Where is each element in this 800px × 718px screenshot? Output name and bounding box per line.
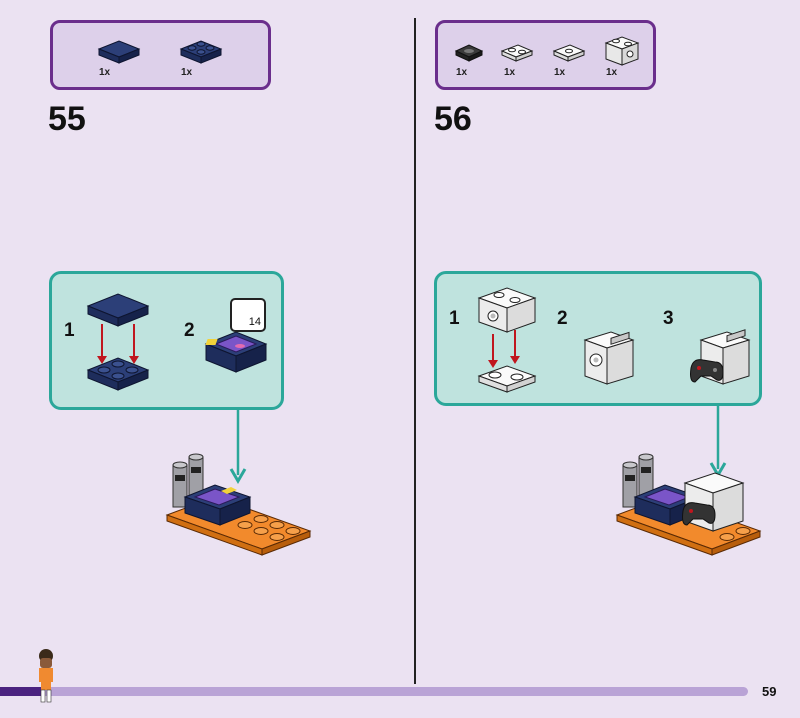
substep-label: 2	[184, 320, 195, 341]
sub-assembly-panel-step-56: 1 2 3	[434, 271, 762, 406]
main-assembly-step-55	[165, 453, 312, 556]
main-assembly-step-56	[615, 453, 762, 556]
progress-fill	[0, 687, 45, 696]
substep-label: 1	[64, 320, 75, 341]
parts-list-step-56: 1x 1x 1x 1x	[435, 20, 656, 90]
page-divider	[414, 18, 416, 684]
part-qty: 1x	[606, 67, 618, 78]
teal-arrow-icon	[229, 409, 247, 484]
substep-1-illustration	[477, 287, 537, 393]
sub-assembly-panel-step-55: 1 2 14	[49, 271, 284, 410]
white-brick-with-hole-icon	[604, 36, 640, 66]
part-qty: 1x	[456, 67, 468, 78]
white-jumper-plate-icon	[552, 44, 586, 62]
step-number: 55	[48, 100, 86, 138]
part-qty: 1x	[554, 67, 566, 78]
substep-2-illustration	[204, 331, 268, 373]
progress-track	[0, 687, 748, 696]
controller-tile-icon	[454, 44, 484, 62]
part-qty: 1x	[181, 67, 193, 78]
dark-blue-tile-icon	[97, 40, 141, 64]
substep-label: 3	[663, 308, 674, 329]
substep-2-illustration	[583, 331, 635, 385]
substep-3-illustration	[690, 329, 751, 385]
part-qty: 1x	[99, 67, 111, 78]
page-number: 59	[762, 684, 777, 699]
substep-1-illustration	[86, 293, 150, 391]
step-number: 56	[434, 100, 472, 138]
part-qty: 1x	[504, 67, 516, 78]
minifigure-icon	[39, 649, 53, 703]
white-plate-icon	[500, 44, 534, 62]
substep-label: 2	[557, 308, 568, 329]
callout-number: 14	[248, 316, 261, 328]
callout-box: 14	[230, 298, 266, 332]
dark-blue-plate-icon	[179, 40, 223, 64]
substep-label: 1	[449, 308, 460, 329]
parts-list-step-55: 1x 1x	[50, 20, 271, 90]
